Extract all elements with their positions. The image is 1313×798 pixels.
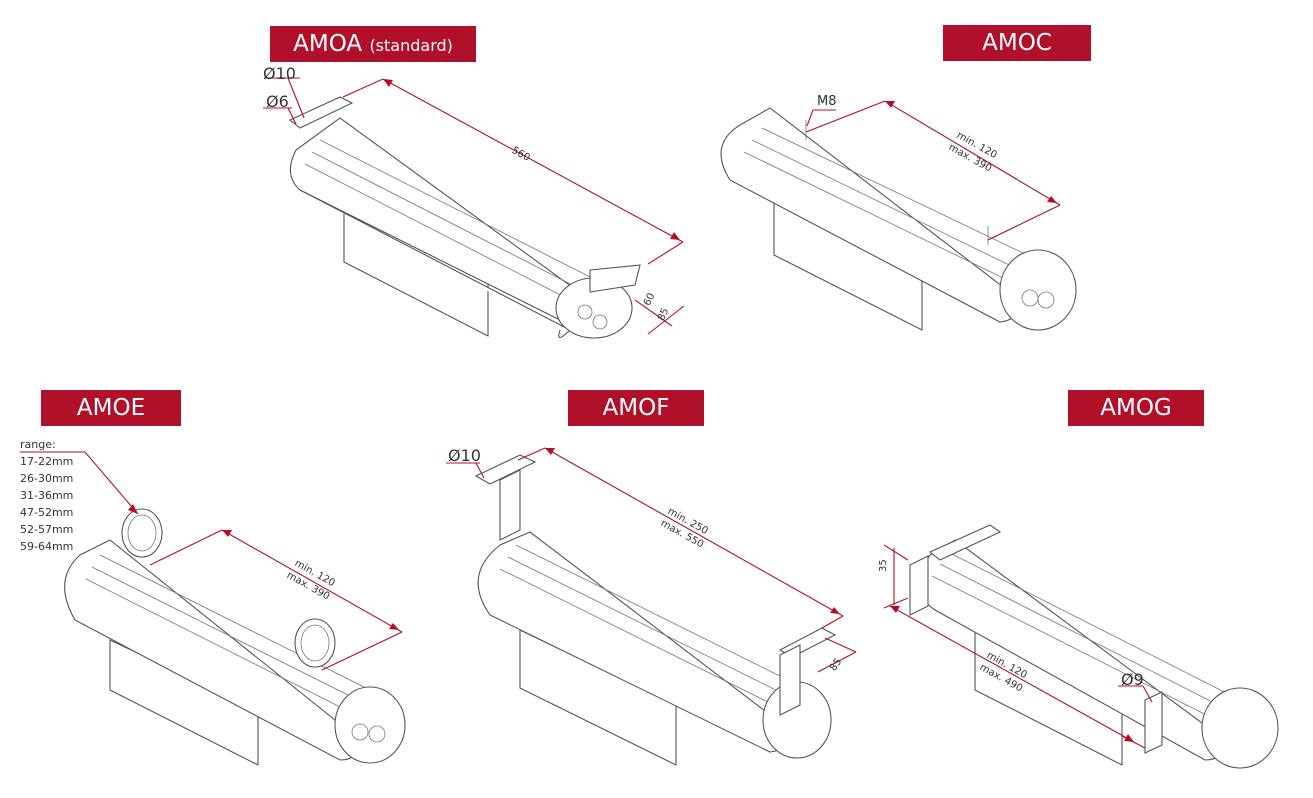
amoa-banner: AMOA (standard) [270, 26, 476, 62]
amoe-range-4: 47-52mm [20, 506, 74, 519]
amog-dimensions [883, 544, 1153, 749]
amof-luminaire [474, 454, 837, 766]
amoc-dimensions [805, 100, 1061, 241]
amoe-range-1: 17-22mm [20, 455, 74, 468]
amoe-luminaire [64, 508, 406, 766]
amoe-range-title: range: [20, 438, 56, 451]
amoe-dimensions [20, 451, 403, 671]
amoc-luminaire [720, 107, 1077, 331]
amoe-range-6: 59-64mm [20, 540, 74, 553]
amoe-banner: AMOE [41, 390, 181, 426]
amof-dimensions [446, 447, 857, 673]
amoa-title: AMOA [293, 31, 363, 57]
amoe-range-list: range: 17-22mm 26-30mm 31-36mm 47-52mm 5… [20, 436, 73, 555]
amoa-dimensions [263, 77, 685, 335]
amoa-luminaire [288, 96, 641, 339]
amoa-d10-label: Ø10 [263, 64, 296, 83]
amoe-range-5: 52-57mm [20, 523, 74, 536]
amog-luminaire [909, 524, 1279, 769]
amog-d9-label: Ø9 [1121, 670, 1144, 689]
amoe-range-3: 31-36mm [20, 489, 74, 502]
amog-h35-label: 35 [878, 559, 889, 572]
amog-banner: AMOG [1068, 390, 1204, 426]
amof-banner: AMOF [568, 390, 704, 426]
amoc-m8-label: M8 [817, 94, 837, 109]
amoe-range-2: 26-30mm [20, 472, 74, 485]
amoa-d6-label: Ø6 [266, 92, 289, 111]
amoa-subtitle: (standard) [369, 36, 453, 55]
amoc-banner: AMOC [943, 25, 1091, 61]
amof-d10-label: Ø10 [448, 446, 481, 465]
